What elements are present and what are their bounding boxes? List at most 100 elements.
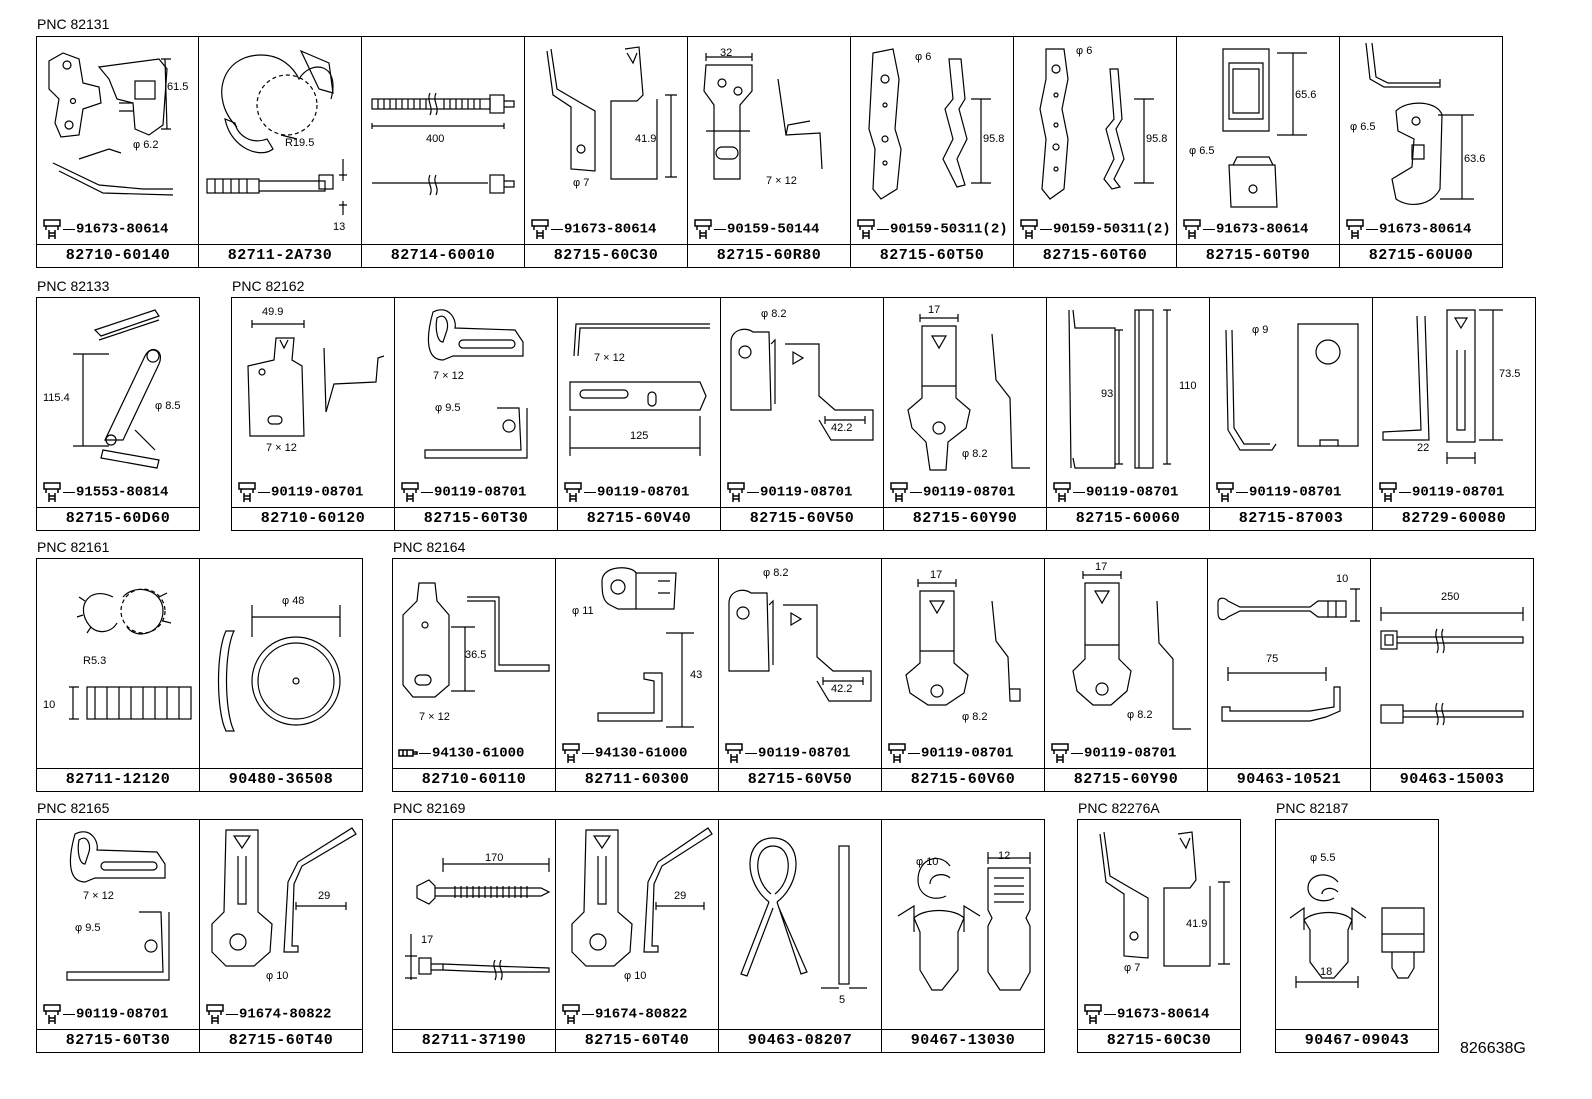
part-drawing	[66, 831, 170, 981]
part-number[interactable]: 82715-60T50	[851, 244, 1013, 267]
dimension-label: 17	[421, 934, 434, 946]
part-cell[interactable]: φ 6.5 63.6 91673-80614 82715-60U00	[1339, 36, 1503, 268]
part-cell[interactable]: R19.5 13 82711-2A730	[198, 36, 362, 268]
fastener-number: 90119-08701	[597, 484, 690, 501]
part-number[interactable]: 82710-60120	[232, 507, 394, 530]
part-cell[interactable]: 17 φ 8.2 90119-08701 82715-60Y90	[883, 297, 1047, 531]
part-number[interactable]: 82710-60110	[393, 768, 555, 791]
part-cell[interactable]: R5.3 10 82711-12120	[36, 558, 200, 792]
dimension-label: 95.8	[983, 133, 1005, 145]
fastener-callout: 91673-80614	[1181, 218, 1337, 240]
part-cell[interactable]: 5 90463-08207	[718, 819, 882, 1053]
part-cell[interactable]: 7 × 12 φ 9.5 90119-08701 82715-60T30	[36, 819, 200, 1053]
part-number[interactable]: 82715-60D60	[37, 507, 199, 530]
part-number[interactable]: 90480-36508	[200, 768, 362, 791]
dimension-label: 17	[930, 569, 943, 581]
part-number[interactable]: 82715-60V60	[882, 768, 1044, 791]
part-number[interactable]: 90463-08207	[719, 1029, 881, 1052]
dimension-label: 400	[426, 133, 445, 145]
fastener-callout: 91673-80614	[1082, 1003, 1238, 1025]
part-number[interactable]: 82715-60V50	[719, 768, 881, 791]
part-cell[interactable]: 7 × 12 125 90119-08701 82715-60V40	[557, 297, 721, 531]
part-number[interactable]: 82711-12120	[37, 768, 199, 791]
part-cell[interactable]: 170 17 82711-37190	[392, 819, 556, 1053]
part-cell[interactable]: φ 9 90119-08701 82715-87003	[1209, 297, 1373, 531]
bolt-icon	[1053, 482, 1071, 502]
part-cell[interactable]: φ 8.2 42.2 90119-08701 82715-60V50	[718, 558, 882, 792]
part-number[interactable]: 82715-87003	[1210, 507, 1372, 530]
part-number[interactable]: 90467-09043	[1276, 1029, 1438, 1052]
part-number[interactable]: 82715-60Y90	[884, 507, 1046, 530]
part-number[interactable]: 90463-15003	[1371, 768, 1533, 791]
part-number[interactable]: 82715-60Y90	[1045, 768, 1207, 791]
part-number[interactable]: 82710-60140	[37, 244, 199, 267]
part-cell[interactable]: 115.4 φ 8.5 91553-80814 82715-60D60	[36, 297, 200, 531]
part-number[interactable]: 82715-60V50	[721, 507, 883, 530]
part-cell[interactable]: 41.9 φ 7 91673-80614 82715-60C30	[524, 36, 688, 268]
fastener-callout: 90159-50144	[692, 218, 848, 240]
part-cell[interactable]: 10 75 90463-10521	[1207, 558, 1371, 792]
part-number[interactable]: 82715-60R80	[688, 244, 850, 267]
part-number[interactable]: 82711-2A730	[199, 244, 361, 267]
part-cell[interactable]: φ 48 90480-36508	[199, 558, 363, 792]
fastener-number: 91673-80614	[1117, 1006, 1210, 1023]
part-drawing	[69, 588, 192, 720]
part-drawing	[569, 323, 710, 456]
dimension-label: 61.5	[167, 81, 189, 93]
dimension-label: R5.3	[83, 655, 107, 667]
part-cell[interactable]: 65.6 φ 6.5 91673-80614 82715-60T90	[1176, 36, 1340, 268]
part-number[interactable]: 82729-60080	[1373, 507, 1535, 530]
part-cell[interactable]: 93 110 90119-08701 82715-60060	[1046, 297, 1210, 531]
part-cell[interactable]: φ 6 95.8 90159-50311(2) 82715-60T50	[850, 36, 1014, 268]
part-cell[interactable]: φ 11 43 94130-61000 82711-60300	[555, 558, 719, 792]
dimension-label: 32	[720, 47, 733, 59]
part-cell[interactable]: φ 10 12 90467-13030	[881, 819, 1045, 1053]
part-number[interactable]: 90463-10521	[1208, 768, 1370, 791]
part-number[interactable]: 82715-60T60	[1014, 244, 1176, 267]
part-number[interactable]: 82714-60010	[362, 244, 524, 267]
part-cell[interactable]: 17 φ 8.2 90119-08701 82715-60V60	[881, 558, 1045, 792]
part-cell[interactable]: 49.9 7 × 12 90119-08701 82710-60120	[231, 297, 395, 531]
part-number[interactable]: 82715-60060	[1047, 507, 1209, 530]
part-cell[interactable]: 73.5 22 90119-08701 82729-60080	[1372, 297, 1536, 531]
dimension-label: 36.5	[465, 649, 487, 661]
part-number[interactable]: 90467-13030	[882, 1029, 1044, 1052]
part-cell[interactable]: 250 90463-15003	[1370, 558, 1534, 792]
part-cell[interactable]: 41.9 φ 7 91673-80614 82715-60C30	[1077, 819, 1241, 1053]
part-number[interactable]: 82715-60V40	[558, 507, 720, 530]
part-number[interactable]: 82711-37190	[393, 1029, 555, 1052]
part-cell[interactable]: 400 82714-60010	[361, 36, 525, 268]
part-number[interactable]: 82711-60300	[556, 768, 718, 791]
part-cell[interactable]: 32 7 × 12 90159-50144 82715-60R80	[687, 36, 851, 268]
part-drawing	[402, 582, 550, 698]
part-cell[interactable]: 29 φ 10 91674-80822 82715-60T40	[199, 819, 363, 1053]
part-cell[interactable]: 29 φ 10 91674-80822 82715-60T40	[555, 819, 719, 1053]
part-number[interactable]: 82715-60T40	[200, 1029, 362, 1052]
part-cell[interactable]: φ 5.5 18 90467-09043	[1275, 819, 1439, 1053]
part-number[interactable]: 82715-60T30	[37, 1029, 199, 1052]
part-cell[interactable]: 36.5 7 × 12 94130-61000 82710-60110	[392, 558, 556, 792]
part-cell[interactable]: 61.5 φ 6.2 91673-80614 82710-60140	[36, 36, 200, 268]
part-cell[interactable]: 7 × 12 φ 9.5 90119-08701 82715-60T30	[394, 297, 558, 531]
part-number[interactable]: 82715-60C30	[525, 244, 687, 267]
part-cell[interactable]: 17 φ 8.2 90119-08701 82715-60Y90	[1044, 558, 1208, 792]
fastener-number: 90159-50311(2)	[1053, 221, 1171, 238]
part-number[interactable]: 82715-60T40	[556, 1029, 718, 1052]
part-cell[interactable]: φ 6 95.8 90159-50311(2) 82715-60T60	[1013, 36, 1177, 268]
dimension-label: φ 8.2	[962, 711, 988, 723]
fastener-callout: 90119-08701	[1377, 481, 1533, 503]
part-number[interactable]: 82715-60U00	[1340, 244, 1502, 267]
part-number[interactable]: 82715-60T90	[1177, 244, 1339, 267]
part-cell[interactable]: φ 8.2 42.2 90119-08701 82715-60V50	[720, 297, 884, 531]
fastener-number: 90159-50144	[727, 221, 820, 238]
fastener-number: 91674-80822	[595, 1006, 688, 1023]
part-number[interactable]: 82715-60T30	[395, 507, 557, 530]
part-number[interactable]: 82715-60C30	[1078, 1029, 1240, 1052]
dimension-label: 125	[630, 430, 649, 442]
fastener-number: 91674-80822	[239, 1006, 332, 1023]
pnc-label: PNC 82131	[37, 16, 110, 32]
dimension-label: 75	[1266, 653, 1279, 665]
bolt-icon	[43, 219, 61, 239]
dimension-label: 17	[1095, 561, 1108, 573]
dimension-label: 43	[690, 669, 703, 681]
